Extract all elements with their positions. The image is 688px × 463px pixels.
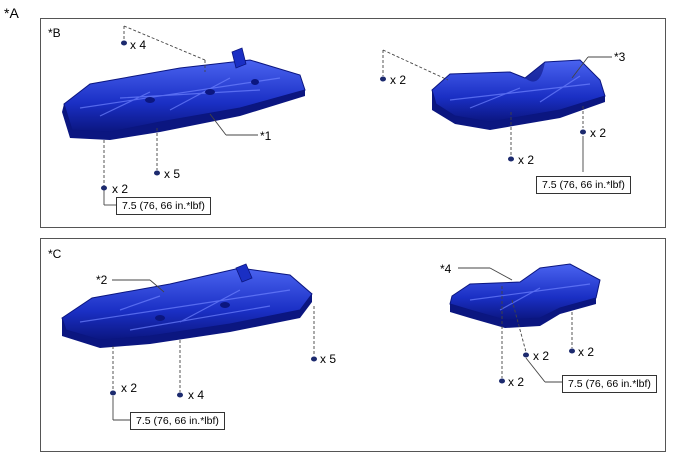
- section-label-c: *C: [48, 247, 62, 261]
- callout-3: *3: [614, 50, 626, 64]
- fastener-count: x 5: [164, 167, 181, 181]
- fastener-count: x 2: [121, 381, 138, 395]
- fastener-count: x 2: [590, 126, 607, 140]
- engine-under-cover-part-4: [449, 263, 601, 328]
- section-label-b: *B: [48, 26, 61, 40]
- fastener-count: x 2: [508, 375, 525, 389]
- figure-label: *A: [4, 5, 19, 21]
- fastener-count: x 4: [130, 38, 147, 52]
- fastener-count: x 2: [518, 153, 535, 167]
- engine-under-cover-part-3: [431, 59, 606, 130]
- fastener-count: x 5: [320, 352, 337, 366]
- engine-under-cover-part-1: [62, 47, 306, 140]
- engine-under-cover-part-2: [61, 263, 313, 348]
- torque-spec-box: 7.5 (76, 66 in.*lbf): [562, 375, 657, 393]
- callout-4: *4: [440, 262, 452, 276]
- torque-spec-box: 7.5 (76, 66 in.*lbf): [536, 176, 631, 194]
- torque-spec-box: 7.5 (76, 66 in.*lbf): [130, 412, 225, 430]
- callout-2: *2: [96, 273, 108, 287]
- fastener-count: x 2: [390, 73, 407, 87]
- fastener-count: x 2: [578, 345, 595, 359]
- callout-1: *1: [260, 129, 272, 143]
- fastener-count: x 4: [188, 388, 205, 402]
- fastener-count: x 2: [533, 349, 550, 363]
- fastener-count: x 2: [112, 182, 129, 196]
- torque-spec-box: 7.5 (76, 66 in.*lbf): [116, 197, 211, 215]
